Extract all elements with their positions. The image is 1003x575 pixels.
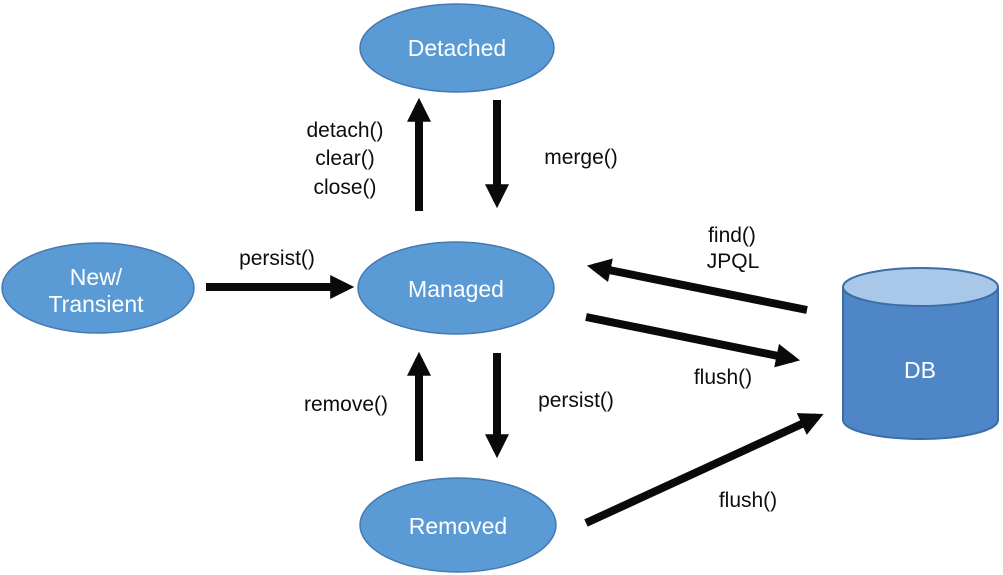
label-persist-new: persist() [239,247,315,270]
node-db: DB [842,267,999,440]
managed-ellipse [357,241,555,335]
label-close: close() [313,176,376,199]
removed-ellipse [359,477,557,573]
new-transient-ellipse [1,242,195,334]
label-remove: remove() [304,393,388,416]
label-persist-removed: persist() [538,389,614,412]
node-managed: Managed [357,241,555,335]
node-detached: Detached [359,3,555,93]
managed-label: Managed [408,276,504,302]
label-merge: merge() [544,146,618,169]
node-new-transient: New/ Transient [1,242,195,334]
arrow-flush-removed-to-db [584,413,824,527]
label-flush-managed: flush() [694,366,752,389]
db-label: DB [904,357,936,383]
arrow-flush-managed-to-db [585,313,801,368]
removed-label: Removed [409,513,507,539]
label-clear: clear() [315,147,375,170]
db-cylinder-top [842,267,999,307]
label-find: find() [708,224,756,247]
node-removed: Removed [359,477,557,573]
label-jpql: JPQL [707,250,760,273]
detached-label: Detached [408,35,506,61]
label-flush-removed: flush() [719,489,777,512]
detached-ellipse [359,3,555,93]
new-transient-label-line2: Transient [48,291,144,317]
arrow-find-db-to-managed [586,258,808,314]
new-transient-label-line1: New/ [70,264,123,290]
label-detach: detach() [306,119,383,142]
db-cylinder-body [842,287,999,440]
